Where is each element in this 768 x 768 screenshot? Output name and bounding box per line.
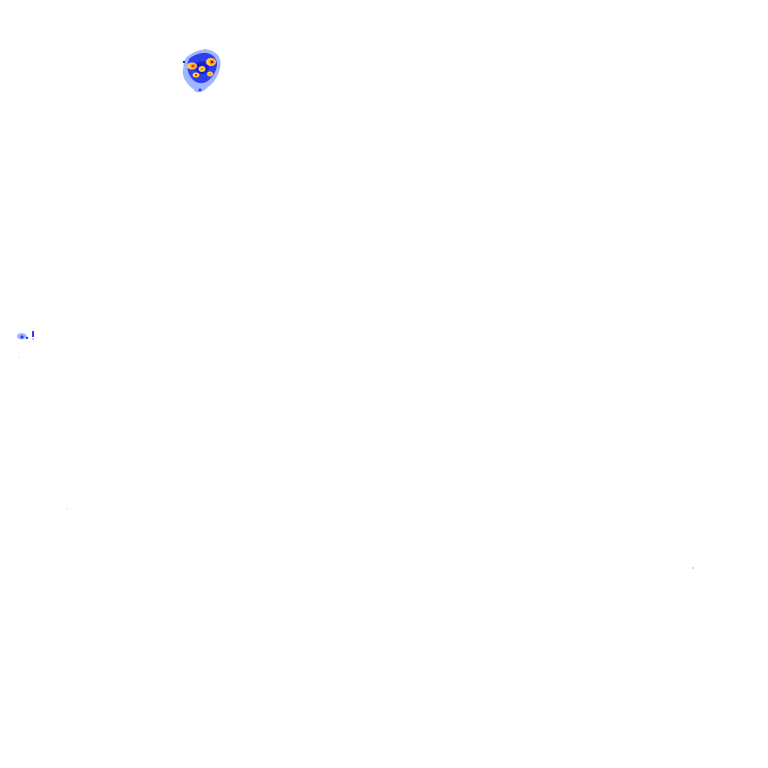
cell-main-echo-center (198, 66, 206, 72)
cell-main-echo-ne (206, 58, 216, 66)
cell-main-fleck-n (203, 48, 207, 52)
precipitation-cell-west (16, 331, 34, 358)
cell-main-tail-dot (198, 88, 202, 92)
precipitation-cell-main (182, 48, 221, 93)
cell-main-fleck-w (182, 60, 186, 64)
cell-main-echo-s (192, 72, 200, 78)
speck-southeast (692, 567, 694, 569)
cell-west-c (32, 331, 34, 337)
cell-west-d (32, 338, 34, 340)
cell-west-a-core (20, 335, 24, 339)
cell-main-echo-se (207, 71, 213, 77)
speck-southwest (66, 508, 68, 510)
cell-west-speck (18, 356, 20, 358)
cell-west-b (25, 336, 29, 340)
cell-main-echo-w (187, 62, 197, 70)
